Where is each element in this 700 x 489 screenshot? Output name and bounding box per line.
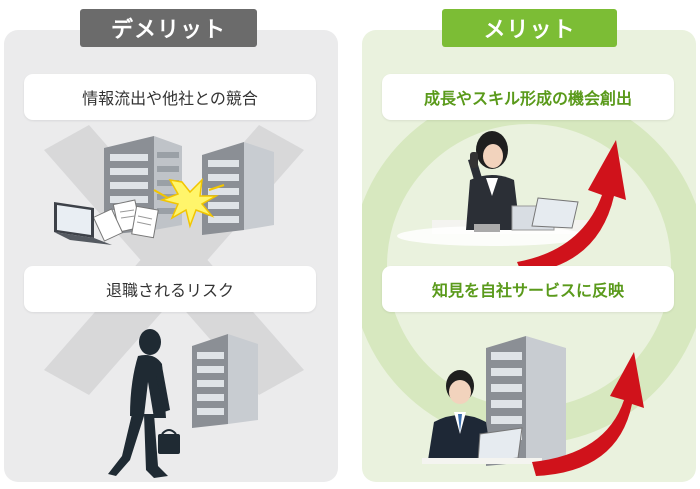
merit-item-knowledge: 知見を自社サービスに反映	[382, 266, 674, 312]
documents-icon	[92, 199, 159, 242]
demerit-item-resign-risk: 退職されるリスク	[24, 266, 316, 312]
laptop-icon	[54, 202, 112, 245]
merit-item-growth: 成長やスキル形成の機会創出	[382, 74, 674, 120]
conflict-burst-icon	[153, 177, 225, 229]
businessman-laptop-icon	[422, 370, 542, 464]
building-icon	[192, 334, 258, 428]
growth-arrow-icon	[532, 352, 644, 476]
demerit-title-tag: デメリット	[80, 9, 257, 47]
growth-arrow-icon	[517, 140, 626, 274]
building-icon	[202, 142, 274, 235]
merit-title-tag: メリット	[442, 9, 617, 47]
demerit-item-info-leak: 情報流出や他社との競合	[24, 74, 316, 120]
businesswoman-phone-icon	[397, 131, 592, 246]
demerit-illustration	[44, 125, 304, 478]
walking-person-icon	[108, 329, 180, 478]
